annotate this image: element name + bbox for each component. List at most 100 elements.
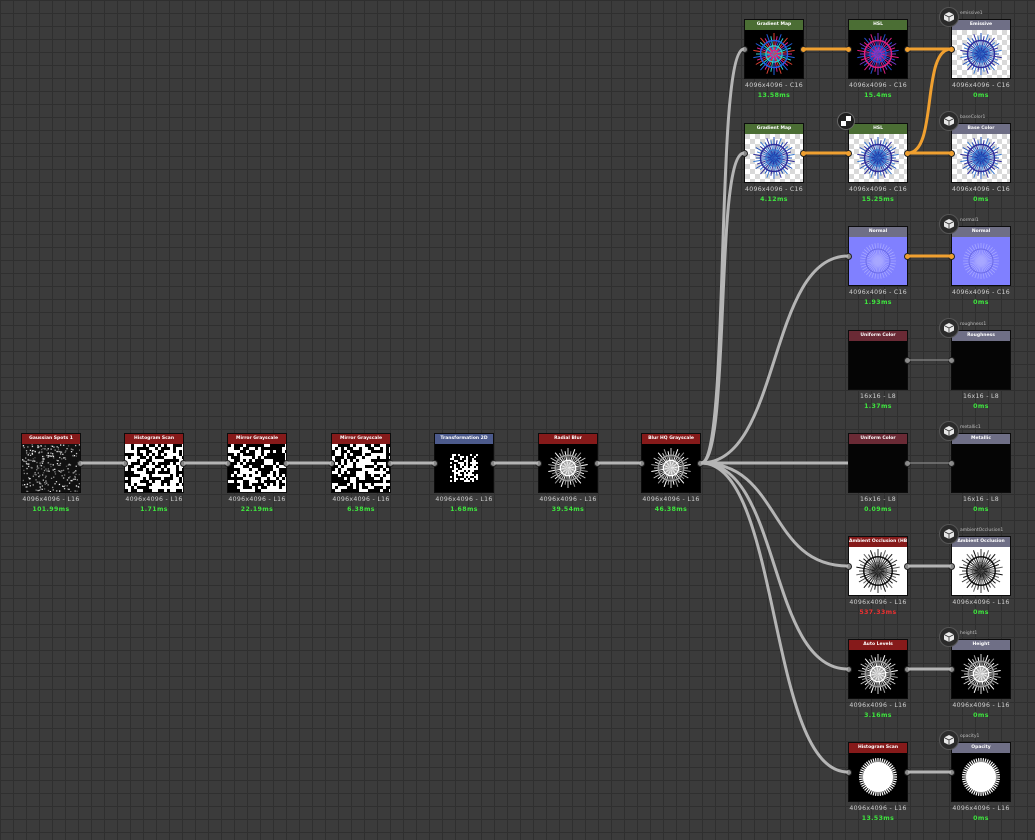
node-resolution: 4096x4096 - L16 bbox=[952, 599, 1010, 606]
node-resolution: 4096x4096 - L16 bbox=[228, 496, 286, 503]
node-title: Emissive bbox=[952, 20, 1010, 30]
graph-node[interactable]: Uniform Color bbox=[848, 433, 908, 493]
node-thumbnail bbox=[125, 444, 185, 492]
output-port[interactable] bbox=[594, 460, 601, 467]
output-port[interactable] bbox=[180, 460, 187, 467]
input-port[interactable] bbox=[948, 46, 955, 53]
graph-node[interactable]: Transformation 2D bbox=[434, 433, 494, 493]
graph-node[interactable]: Normal bbox=[848, 226, 908, 286]
output-cube-icon[interactable] bbox=[939, 7, 959, 27]
graph-node[interactable]: Base Color bbox=[951, 123, 1012, 184]
input-port[interactable] bbox=[845, 563, 852, 570]
output-port[interactable] bbox=[904, 666, 911, 673]
graph-node[interactable]: Normal bbox=[951, 226, 1011, 286]
node-compute-time: 0ms bbox=[973, 609, 989, 616]
output-port[interactable] bbox=[77, 460, 84, 467]
output-port[interactable] bbox=[283, 460, 290, 467]
input-port[interactable] bbox=[845, 666, 852, 673]
output-port[interactable] bbox=[904, 563, 911, 570]
input-port[interactable] bbox=[948, 666, 955, 673]
node-compute-time: 0ms bbox=[973, 403, 989, 410]
input-port[interactable] bbox=[741, 150, 748, 157]
node-thumbnail bbox=[952, 444, 1010, 492]
output-port[interactable] bbox=[697, 460, 704, 467]
output-identifier: height1 bbox=[960, 631, 978, 636]
graph-node[interactable]: Radial Blur bbox=[538, 433, 598, 493]
node-compute-time: 537.33ms bbox=[859, 609, 897, 616]
graph-node[interactable]: Histogram Scan bbox=[124, 433, 185, 493]
output-port[interactable] bbox=[387, 460, 394, 467]
node-title: Roughness bbox=[952, 331, 1010, 341]
graph-node[interactable]: Auto Levels bbox=[848, 639, 908, 699]
graph-node[interactable]: HSL bbox=[848, 123, 909, 184]
graph-node[interactable]: Uniform Color bbox=[848, 330, 908, 390]
node-title: Gradient Map bbox=[745, 124, 803, 134]
graph-node[interactable]: Gaussian Spots 1 bbox=[21, 433, 81, 493]
input-port[interactable] bbox=[845, 150, 852, 157]
output-cube-icon[interactable] bbox=[939, 730, 959, 750]
checker-alpha-icon[interactable] bbox=[837, 112, 855, 130]
graph-node[interactable]: Emissive bbox=[951, 19, 1012, 80]
output-port[interactable] bbox=[800, 46, 807, 53]
output-port[interactable] bbox=[800, 150, 807, 157]
node-title: Base Color bbox=[952, 124, 1010, 134]
input-port[interactable] bbox=[948, 150, 955, 157]
node-resolution: 4096x4096 - L16 bbox=[125, 496, 183, 503]
graph-node[interactable]: Histogram Scan bbox=[848, 742, 908, 802]
input-port[interactable] bbox=[845, 46, 852, 53]
output-identifier: opacity1 bbox=[960, 734, 980, 739]
input-port[interactable] bbox=[638, 460, 645, 467]
graph-node[interactable]: Gradient Map bbox=[744, 123, 805, 184]
graph-node[interactable]: Ambient Occlusion bbox=[951, 536, 1011, 596]
input-port[interactable] bbox=[121, 460, 128, 467]
output-cube-icon[interactable] bbox=[939, 214, 959, 234]
input-port[interactable] bbox=[845, 769, 852, 776]
output-port[interactable] bbox=[904, 460, 911, 467]
output-cube-icon[interactable] bbox=[939, 421, 959, 441]
output-port[interactable] bbox=[904, 150, 911, 157]
node-thumbnail bbox=[849, 30, 909, 80]
input-port[interactable] bbox=[328, 460, 335, 467]
node-title: Normal bbox=[849, 227, 907, 237]
input-port[interactable] bbox=[948, 563, 955, 570]
graph-node[interactable]: Mirror Grayscale bbox=[331, 433, 392, 493]
graph-node[interactable]: Ambient Occlusion (HB... bbox=[848, 536, 908, 596]
node-resolution: 4096x4096 - L16 bbox=[22, 496, 80, 503]
input-port[interactable] bbox=[845, 253, 852, 260]
output-port[interactable] bbox=[904, 46, 911, 53]
node-compute-time: 0ms bbox=[973, 506, 989, 513]
node-thumbnail bbox=[539, 444, 597, 492]
graph-node[interactable]: HSL bbox=[848, 19, 909, 80]
input-port[interactable] bbox=[948, 253, 955, 260]
graph-node[interactable]: Gradient Map bbox=[744, 19, 804, 79]
output-port[interactable] bbox=[904, 769, 911, 776]
node-resolution: 4096x4096 - C16 bbox=[848, 186, 907, 193]
node-title: Height bbox=[952, 640, 1010, 650]
graph-node[interactable]: Metallic bbox=[951, 433, 1011, 493]
output-cube-icon[interactable] bbox=[939, 111, 959, 131]
output-port[interactable] bbox=[904, 253, 911, 260]
graph-node[interactable]: Blur HQ Grayscale bbox=[641, 433, 701, 493]
input-port[interactable] bbox=[431, 460, 438, 467]
node-resolution: 4096x4096 - L16 bbox=[849, 599, 907, 606]
node-compute-time: 0ms bbox=[973, 712, 989, 719]
output-cube-icon[interactable] bbox=[939, 524, 959, 544]
output-port[interactable] bbox=[904, 357, 911, 364]
graph-node[interactable]: Mirror Grayscale bbox=[227, 433, 288, 493]
graph-node[interactable]: Height bbox=[951, 639, 1011, 699]
node-title: Radial Blur bbox=[539, 434, 597, 444]
input-port[interactable] bbox=[948, 460, 955, 467]
input-port[interactable] bbox=[535, 460, 542, 467]
input-port[interactable] bbox=[224, 460, 231, 467]
node-resolution: 4096x4096 - L16 bbox=[952, 702, 1010, 709]
input-port[interactable] bbox=[948, 357, 955, 364]
input-port[interactable] bbox=[948, 769, 955, 776]
input-port[interactable] bbox=[741, 46, 748, 53]
output-cube-icon[interactable] bbox=[939, 318, 959, 338]
output-port[interactable] bbox=[490, 460, 497, 467]
graph-node[interactable]: Opacity bbox=[951, 742, 1011, 802]
node-resolution: 4096x4096 - L16 bbox=[849, 805, 907, 812]
graph-node[interactable]: Roughness bbox=[951, 330, 1011, 390]
output-cube-icon[interactable] bbox=[939, 627, 959, 647]
